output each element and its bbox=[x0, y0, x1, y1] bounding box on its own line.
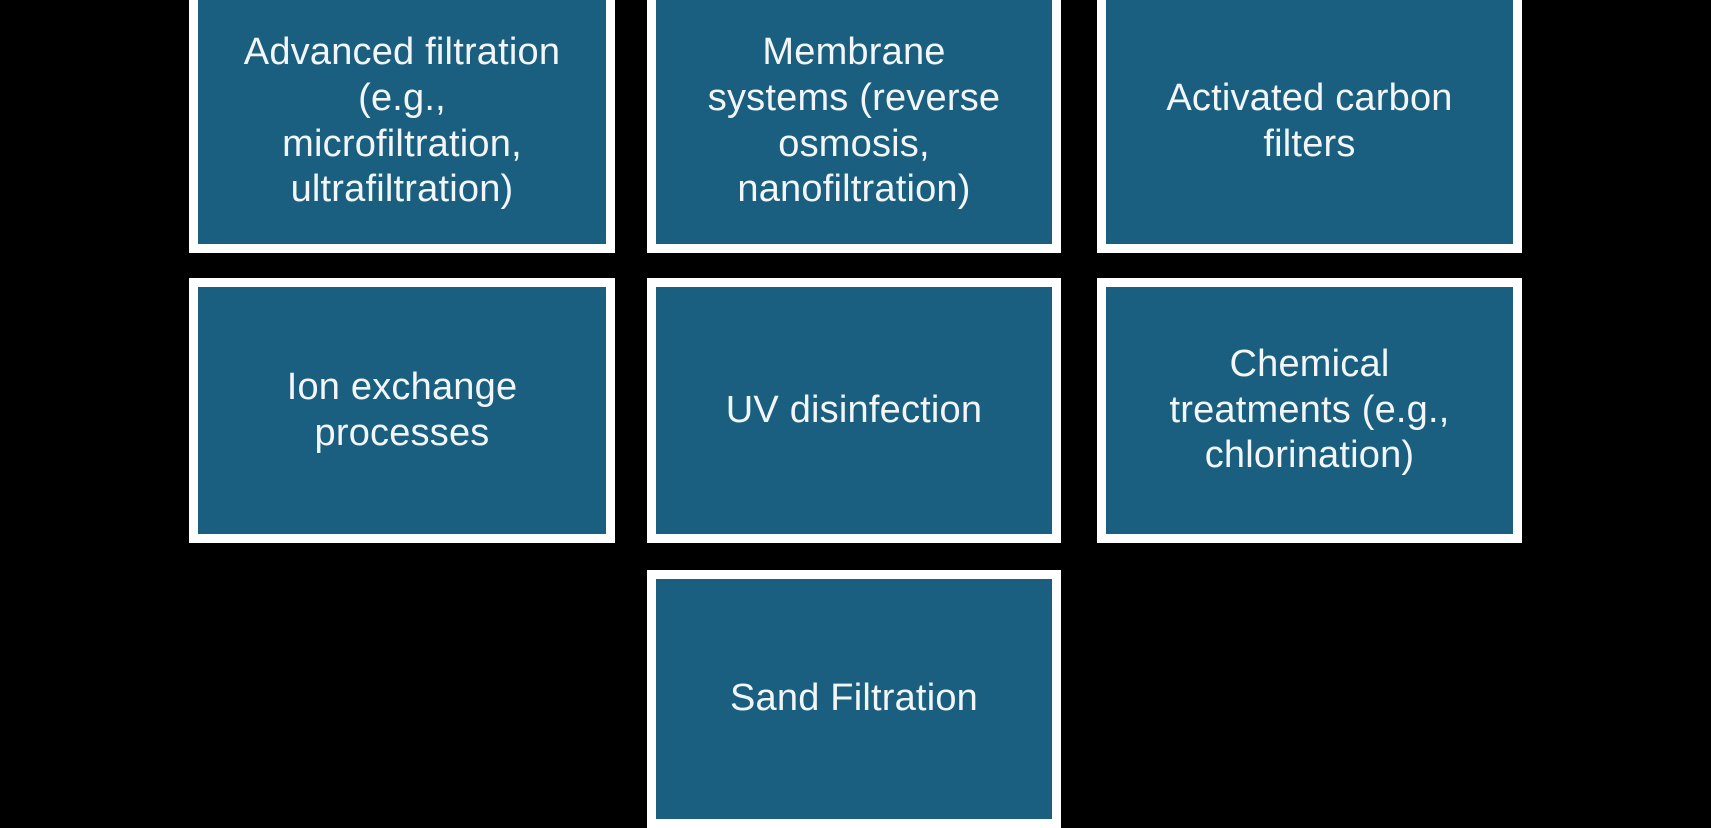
node-label: UV disinfection bbox=[725, 388, 983, 431]
node-label: Advanced filtration (e.g., microfiltrati… bbox=[243, 30, 561, 211]
node-chemical-treatments[interactable]: Chemical treatments (e.g., chlorination) bbox=[1097, 278, 1522, 543]
node-membrane-systems[interactable]: Membrane systems (reverse osmosis, nanof… bbox=[647, 0, 1061, 253]
node-uv-disinfection[interactable]: UV disinfection bbox=[647, 278, 1061, 543]
node-ion-exchange-processes[interactable]: Ion exchange processes bbox=[189, 278, 615, 543]
node-label: Chemical treatments (e.g., chlorination) bbox=[1169, 342, 1450, 477]
node-label: Membrane systems (reverse osmosis, nanof… bbox=[707, 30, 1001, 211]
node-activated-carbon-filters[interactable]: Activated carbon filters bbox=[1097, 0, 1522, 253]
node-sand-filtration[interactable]: Sand Filtration bbox=[647, 570, 1061, 828]
node-label: Ion exchange processes bbox=[286, 365, 518, 454]
node-advanced-filtration[interactable]: Advanced filtration (e.g., microfiltrati… bbox=[189, 0, 615, 253]
node-label: Activated carbon filters bbox=[1166, 76, 1453, 165]
node-label: Sand Filtration bbox=[729, 677, 978, 720]
